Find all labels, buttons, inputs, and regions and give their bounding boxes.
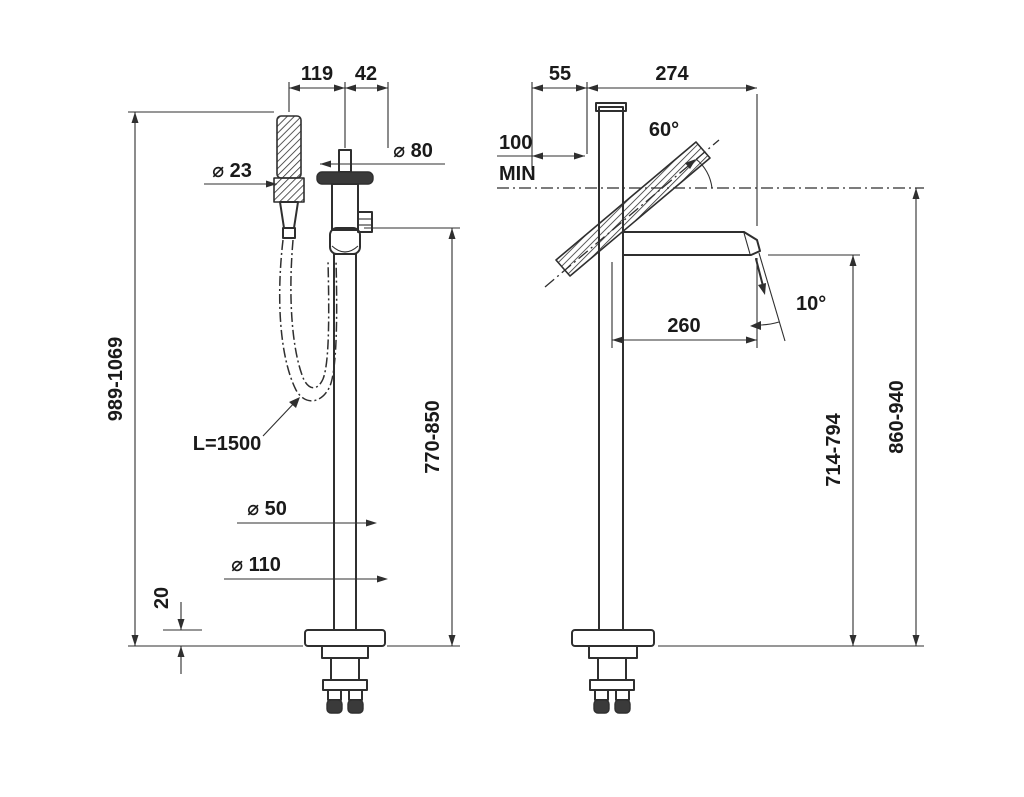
spout-side — [622, 231, 761, 256]
shower-hose-inner — [290, 239, 330, 389]
dim-handshower-angle: 60° — [649, 119, 713, 189]
inlet-fitting-side — [594, 689, 609, 701]
flow-arrow — [758, 283, 766, 295]
dim-spout-angle: 10° — [750, 252, 826, 342]
side-view: 55 274 100 MIN 60° — [497, 63, 924, 714]
riser-column-side — [598, 106, 624, 631]
top-stem — [338, 149, 352, 173]
dim-label-20: 20 — [151, 587, 173, 609]
dim-label-min: MIN — [499, 163, 536, 185]
inlet-connector — [347, 699, 364, 714]
dim-hose-length: L=1500 — [193, 397, 300, 455]
base-stem-side — [597, 657, 627, 681]
dim-total-height: 989-1069 — [105, 111, 303, 647]
handshower-holder — [273, 177, 305, 203]
handshower-nut — [282, 227, 296, 239]
dim-label-55: 55 — [549, 63, 571, 85]
dim-label-dia23: ⌀ 23 — [212, 160, 252, 182]
shower-hose-outer — [278, 239, 338, 402]
dim-spout-height-side: 714-794 — [768, 254, 860, 646]
base-plate-side — [571, 629, 655, 647]
side-view-fixture — [497, 102, 924, 714]
dim-label-60deg: 60° — [649, 119, 679, 141]
base-stem — [330, 657, 360, 681]
handshower-side — [555, 141, 711, 277]
dim-label-10deg: 10° — [796, 293, 826, 315]
inlet-fitting — [327, 689, 342, 701]
column-top-cap — [595, 102, 627, 112]
spout-tip-detail — [743, 232, 751, 255]
inlet-connector-side — [593, 699, 610, 714]
dim-label-dia80: ⌀ 80 — [393, 140, 433, 162]
inlet-connector — [326, 699, 343, 714]
front-view-dimensions: 119 42 ⌀ 23 ⌀ 80 989-106 — [105, 63, 460, 674]
dim-handle-height: 860-940 — [658, 188, 924, 647]
dim-label-119: 119 — [301, 63, 333, 85]
dim-label-714-794: 714-794 — [823, 412, 845, 486]
dim-handshower-offset: 119 42 — [288, 63, 389, 148]
top-flange — [316, 171, 374, 185]
inlet-connector-side — [614, 699, 631, 714]
dim-label-770-850: 770-850 — [422, 400, 444, 473]
dim-reach: 55 274 — [531, 63, 758, 226]
dim-base-diameter: ⌀ 110 — [224, 554, 388, 583]
handshower-wand — [276, 115, 302, 179]
handshower-connector — [279, 201, 299, 229]
diverter-knob — [357, 211, 373, 233]
spout-front — [329, 227, 361, 255]
base-block-side — [589, 679, 635, 691]
base-sub-plate — [321, 645, 369, 659]
base-sub-plate-side — [588, 645, 638, 659]
dim-base-thickness: 20 — [151, 587, 202, 674]
dim-label-989-1069: 989-1069 — [105, 337, 127, 422]
dim-label-l1500: L=1500 — [193, 433, 261, 455]
base-plate — [304, 629, 386, 647]
dim-label-dia110: ⌀ 110 — [231, 554, 281, 576]
front-view: 119 42 ⌀ 23 ⌀ 80 989-106 — [105, 63, 460, 714]
dim-label-260: 260 — [667, 315, 700, 337]
dim-spout-reach: 260 — [611, 258, 758, 348]
dim-label-860-940: 860-940 — [886, 380, 908, 453]
dim-label-274: 274 — [655, 63, 689, 85]
inlet-fitting — [348, 689, 363, 701]
inlet-fitting-side — [615, 689, 630, 701]
dim-label-100: 100 — [499, 132, 532, 154]
front-view-fixture — [273, 115, 386, 714]
dim-handshower-diameter: ⌀ 23 — [204, 160, 277, 188]
dim-column-diameter: ⌀ 50 — [237, 498, 377, 527]
dim-label-42: 42 — [355, 63, 377, 85]
dim-spout-height-front: 770-850 — [364, 227, 460, 647]
spout-front-curve — [331, 245, 359, 253]
mixer-body — [331, 183, 359, 231]
dim-label-dia50: ⌀ 50 — [247, 498, 287, 520]
dim-min-clearance: 100 MIN — [497, 132, 585, 185]
base-block — [322, 679, 368, 691]
dim-top-diameter: ⌀ 80 — [320, 140, 445, 168]
side-view-dimensions: 55 274 100 MIN 60° — [497, 63, 924, 647]
